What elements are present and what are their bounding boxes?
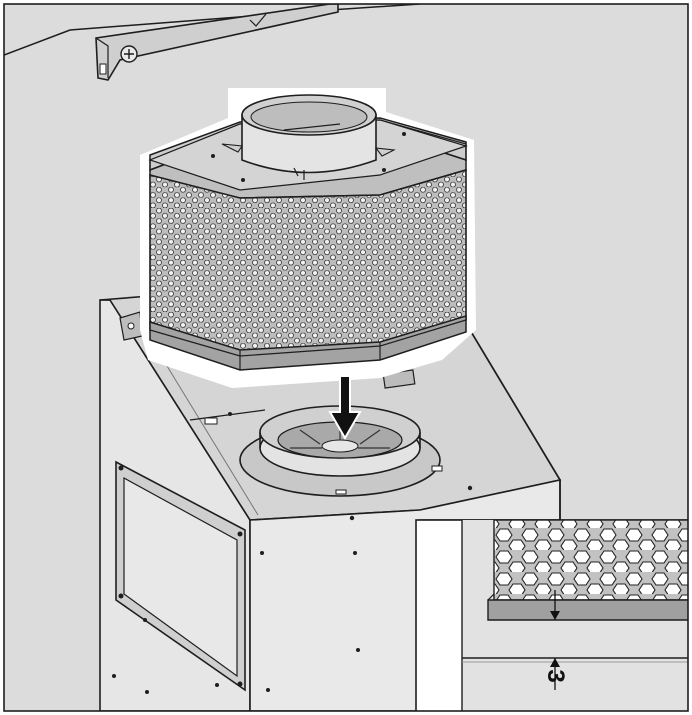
- dimension-arrow-icon: [550, 590, 560, 690]
- outlet-ring: [239, 405, 443, 497]
- dimension-label: 3: [542, 669, 569, 682]
- mounting-bracket: [95, 4, 339, 81]
- screw-icon: [120, 45, 138, 63]
- detail-inset: 3: [415, 519, 688, 711]
- ceiling-edge: [4, 4, 421, 56]
- down-arrow-icon: [328, 375, 362, 441]
- figure-frame: [3, 3, 689, 712]
- access-panel: [115, 460, 246, 692]
- carbon-filter: [140, 88, 476, 388]
